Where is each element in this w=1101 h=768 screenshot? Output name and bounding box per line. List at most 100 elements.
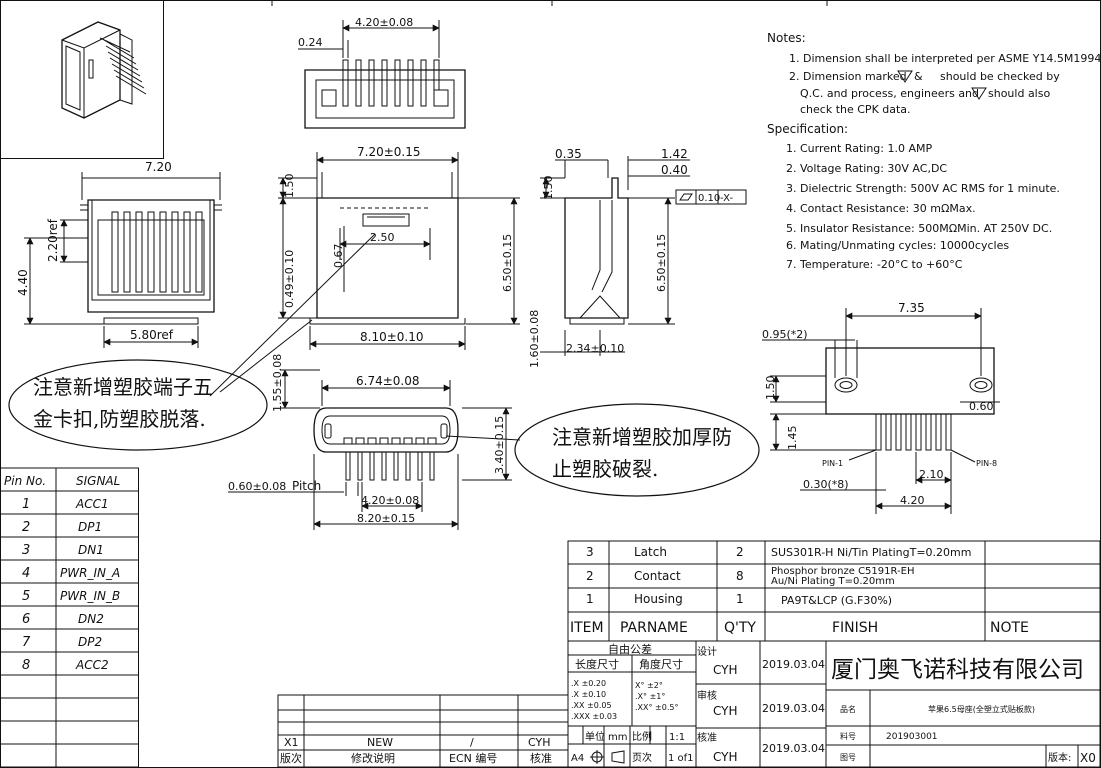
bottom-view xyxy=(228,369,512,530)
bom-table xyxy=(567,540,1101,642)
spec-1: 1. Current Rating: 1.0 AMP xyxy=(786,142,932,155)
dim-1-55: 1.55±0.08 xyxy=(271,354,284,412)
tol-ang-1: X° ±2° xyxy=(635,681,663,690)
tol-title: 自由公差 xyxy=(608,642,652,656)
bom-item-1: 1 xyxy=(586,592,594,606)
dim-1-50-mid: 1.50 xyxy=(283,174,296,199)
product-name-value: 苹果6.5母座(全塑立式贴板款) xyxy=(928,704,1035,714)
pin-table xyxy=(0,467,139,768)
bom-qty-contact: 8 xyxy=(736,569,744,583)
tol-ang-2: .X° ±1° xyxy=(635,692,665,701)
pcb-footprint xyxy=(762,308,1000,514)
pin-header-signal: SIGNAL xyxy=(76,474,120,488)
dim-0-40: 0.40 xyxy=(661,163,688,177)
pin-no-7: 7 xyxy=(22,635,31,650)
spec-4: 4. Contact Resistance: 30 mΩMax. xyxy=(786,202,976,215)
revision-block xyxy=(277,694,569,768)
top-view xyxy=(298,20,466,129)
scale-value: 1:1 xyxy=(669,732,685,743)
bom-finish-latch: SUS301R-H Ni/Tin PlatingT=0.20mm xyxy=(771,546,971,559)
dim-7-20-tol: 7.20±0.15 xyxy=(357,145,421,159)
bom-finish-housing: PA9T&LCP (G.F30%) xyxy=(781,594,892,607)
pin-no-2: 2 xyxy=(22,520,30,535)
note-2d: should also xyxy=(988,87,1050,100)
tol-len-3: .XX ±0.05 xyxy=(571,701,612,710)
bom-header-parname: PARNAME xyxy=(620,620,688,636)
dim-2-50: 2.50 xyxy=(370,231,395,244)
review-date: 2019.03.04 xyxy=(762,702,825,715)
product-name-label: 品名 xyxy=(840,704,856,714)
callout-left-line2: 金卡扣,防塑胶脱落. xyxy=(33,407,206,431)
dim-5-80-ref: 5.80ref xyxy=(130,328,174,342)
bom-item-3: 3 xyxy=(586,545,594,559)
tol-angle-header: 角度尺寸 xyxy=(639,657,683,671)
bom-header-note: NOTE xyxy=(990,620,1029,636)
bom-header-qty: Q'TY xyxy=(724,620,756,636)
bom-name-latch: Latch xyxy=(634,545,667,559)
dim-3-40: 3.40±0.15 xyxy=(493,416,506,474)
isometric-view xyxy=(0,0,164,159)
rev-version: X1 xyxy=(284,736,299,749)
rev-header-version: 版次 xyxy=(280,751,302,765)
check-mark-icon xyxy=(897,70,913,83)
approve-label: 核准 xyxy=(697,731,717,744)
notes-block: Notes: 1. Dimension shall be interpreted… xyxy=(767,31,1101,116)
dim-0-67: 0.67 xyxy=(332,244,345,269)
pin-no-3: 3 xyxy=(22,543,30,558)
check-mark-icon-2 xyxy=(971,87,987,100)
pin-signal-5: PWR_IN_B xyxy=(60,589,120,603)
dim-2-20-ref: 2.20ref xyxy=(46,218,60,262)
pin-1-label: PIN-1 xyxy=(822,459,843,468)
pin-signal-7: DP2 xyxy=(78,635,102,649)
dim-1-60: 1.60±0.08 xyxy=(528,310,541,368)
tol-length-header: 长度尺寸 xyxy=(575,657,619,671)
note-2-amp: & xyxy=(914,70,923,83)
note-2e: check the CPK data. xyxy=(800,103,911,116)
rev-header-ecn: ECN 编号 xyxy=(449,751,497,765)
pin-signal-3: DN1 xyxy=(78,543,104,557)
part-no-value: 201903001 xyxy=(886,732,938,742)
pin-signal-6: DN2 xyxy=(78,612,104,626)
front-view-middle xyxy=(278,152,520,350)
rev-ecn: / xyxy=(470,736,474,749)
notes-heading: Notes: xyxy=(767,31,806,45)
dim-0-30: 0.30(*8) xyxy=(803,478,849,491)
dim-4-20-pcb: 4.20 xyxy=(900,494,925,507)
flatness-value: 0.10 xyxy=(698,193,720,204)
dim-7-20: 7.20 xyxy=(145,160,172,174)
dim-1-45: 1.45 xyxy=(786,426,799,451)
pin-signal-8: ACC2 xyxy=(75,658,109,672)
spec-2: 2. Voltage Rating: 30V AC,DC xyxy=(786,162,947,175)
callout-right: 注意新增塑胶加厚防 止塑胶破裂. xyxy=(445,403,760,497)
dim-0-60-pitch: 0.60±0.08 xyxy=(228,480,286,493)
bom-name-housing: Housing xyxy=(634,592,683,606)
dim-6-74: 6.74±0.08 xyxy=(356,374,420,388)
rev-approver: CYH xyxy=(528,736,550,749)
dim-8-20: 8.20±0.15 xyxy=(357,512,415,525)
dim-2-10: 2.10 xyxy=(919,468,944,481)
bom-finish-contact-1: Phosphor bronze C5191R-EH xyxy=(771,566,915,577)
page-label: 页次 xyxy=(632,751,652,764)
note-2b: should be checked by xyxy=(940,70,1060,83)
unit-label: 单位 xyxy=(585,730,605,743)
pin-no-6: 6 xyxy=(22,612,30,627)
note-2a: 2. Dimension marked xyxy=(789,70,907,83)
dim-4-20-bottom: 4.20±0.08 xyxy=(361,494,419,507)
flatness-datum: -X- xyxy=(720,193,733,204)
projection-symbol-icon xyxy=(590,750,625,764)
pin-header-no: Pin No. xyxy=(4,474,46,488)
dim-4-40: 4.40 xyxy=(16,269,30,296)
dim-0-49: 0.49±0.10 xyxy=(283,250,296,308)
pin-signal-2: DP1 xyxy=(78,520,102,534)
pin-8-label: PIN-8 xyxy=(976,459,997,468)
spec-3: 3. Dielectric Strength: 500V AC RMS for … xyxy=(786,182,1060,195)
title-block xyxy=(567,640,1101,768)
pin-signal-4: PWR_IN_A xyxy=(60,566,120,580)
bom-header-item: ITEM xyxy=(570,620,604,636)
version-label: 版本: xyxy=(1048,751,1071,764)
sheet-size: A4 xyxy=(571,753,584,764)
dim-1-50-pcb: 1.50 xyxy=(764,376,777,401)
approve-date: 2019.03.04 xyxy=(762,742,825,755)
dim-0-95: 0.95(*2) xyxy=(762,328,808,341)
